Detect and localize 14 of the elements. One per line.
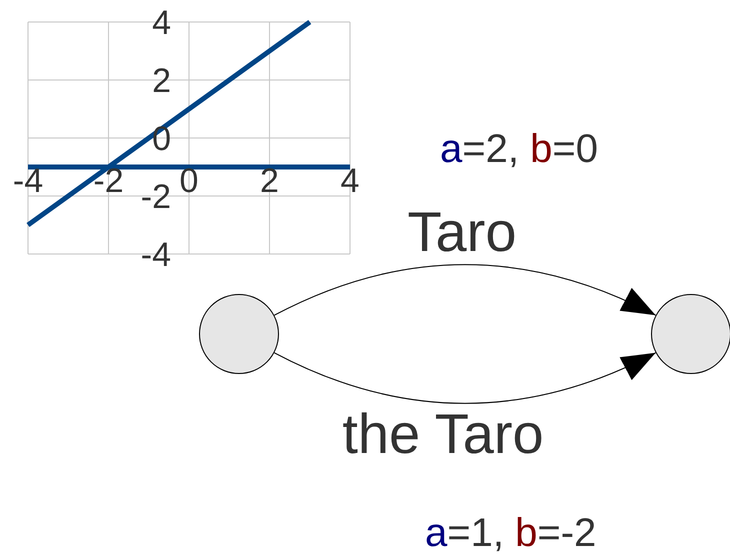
axis-tick-label: -4	[12, 162, 44, 200]
axis-tick-label: -2	[93, 162, 124, 200]
axis-tick-label: 2	[152, 62, 171, 100]
parameter-label: a=2, b=0	[440, 126, 598, 172]
axis-tick-label: 0	[152, 120, 171, 158]
axis-tick-label: 0	[180, 162, 198, 200]
axis-tick-label: 4	[152, 4, 171, 42]
axis-tick-label: -4	[140, 236, 171, 274]
parameter-label: a=1, b=-2	[425, 510, 596, 556]
axis-tick-label: 4	[340, 162, 360, 200]
curved-arrow	[274, 352, 656, 404]
curved-arrow	[274, 264, 656, 316]
axis-tick-label: 2	[260, 162, 279, 200]
axis-tick-label: -2	[140, 178, 171, 216]
